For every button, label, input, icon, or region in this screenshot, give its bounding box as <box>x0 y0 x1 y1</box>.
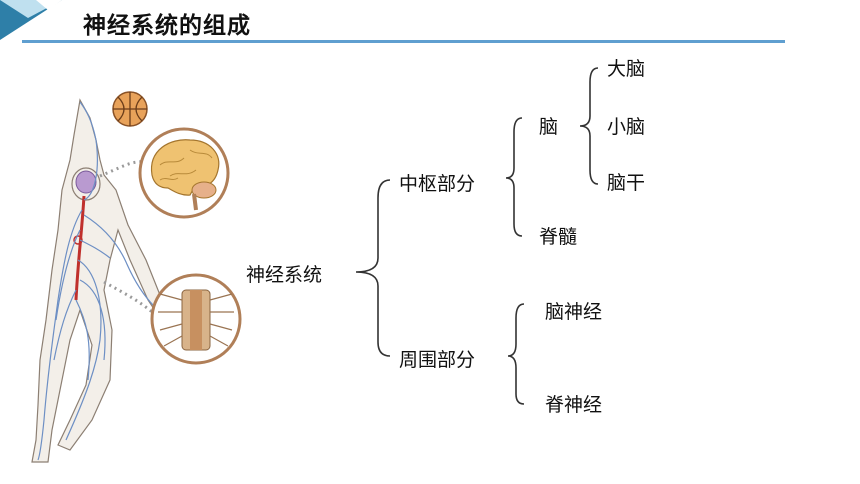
node-peripheral: 周围部分 <box>399 349 476 371</box>
basketball-icon <box>112 91 148 127</box>
brain-inset <box>138 127 230 219</box>
page-title: 神经系统的组成 <box>83 13 251 39</box>
node-spinal-cord: 脊髓 <box>539 226 578 248</box>
node-cerebellum: 小脑 <box>607 116 646 138</box>
corner-decoration <box>0 0 62 40</box>
node-brain: 脑 <box>539 116 559 138</box>
nervous-system-illustration <box>31 91 242 463</box>
spinal-cord-inset <box>150 273 242 365</box>
node-central: 中枢部分 <box>399 173 476 195</box>
bracket-central <box>505 117 523 237</box>
node-nervous-system: 神经系统 <box>246 264 323 286</box>
human-body-figure <box>31 98 163 463</box>
title-underline <box>22 40 785 43</box>
node-cranial-nerves: 脑神经 <box>545 301 603 323</box>
bracket-brain <box>579 67 599 185</box>
node-cerebrum: 大脑 <box>607 58 646 80</box>
node-spinal-nerves: 脊神经 <box>545 394 603 416</box>
node-brainstem: 脑干 <box>607 172 646 194</box>
bracket-peripheral <box>507 303 525 405</box>
bracket-root <box>355 179 391 357</box>
